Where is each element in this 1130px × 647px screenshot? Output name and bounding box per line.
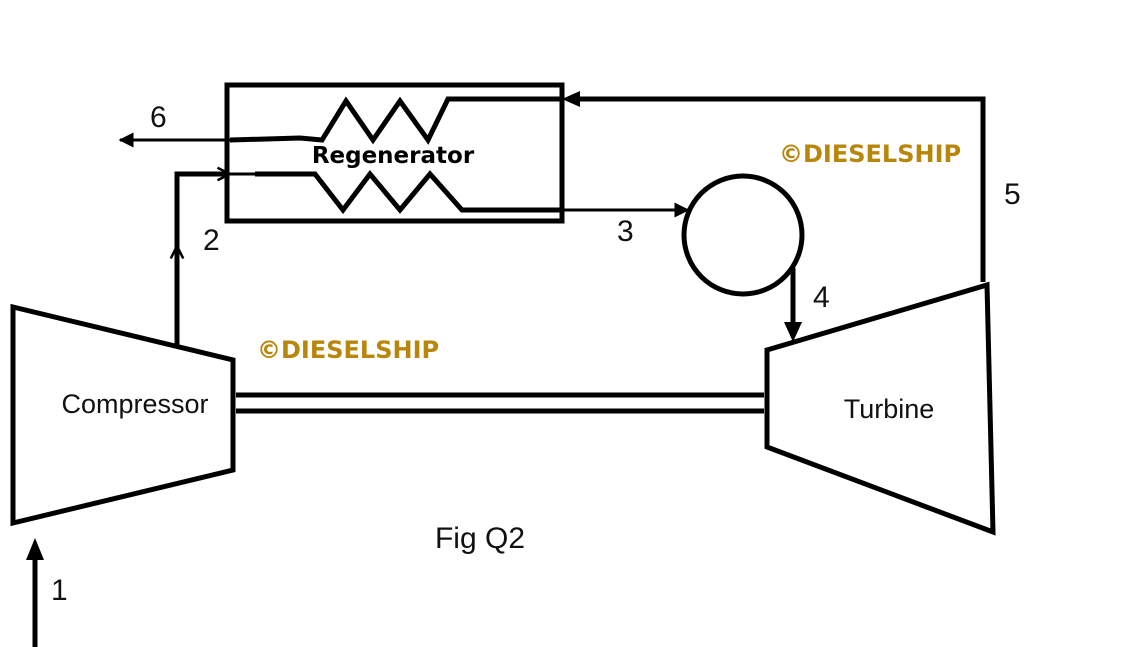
turbine-exhaust-pipe <box>580 96 986 282</box>
regenerator-cold-coil <box>255 169 562 215</box>
state-6-label: 6 <box>150 101 167 134</box>
regenerator-label: Regenerator <box>312 143 475 169</box>
figure-caption: Fig Q2 <box>435 522 525 555</box>
state-3-label: 3 <box>617 215 634 248</box>
regenerator-box <box>224 82 565 224</box>
watermark-top: ©DIESELSHIP <box>779 140 961 168</box>
turbine-label: Turbine <box>844 394 935 424</box>
regenerator-hot-coil <box>229 96 562 145</box>
compressor-shape <box>10 303 236 527</box>
watermark-middle: ©DIESELSHIP <box>257 336 439 364</box>
state-2-label: 2 <box>203 224 220 257</box>
arrow-into-turbine <box>784 322 802 342</box>
turbine-shape <box>764 281 996 536</box>
compressor-label: Compressor <box>61 389 208 419</box>
compressor-outlet-pipe <box>174 171 225 345</box>
state-4-label: 4 <box>813 281 830 314</box>
arrow-into-compressor <box>26 538 44 560</box>
combustion-chamber <box>681 173 805 297</box>
state-5-label: 5 <box>1004 178 1021 211</box>
arrow-into-regenerator <box>562 91 580 107</box>
state-1-label: 1 <box>51 574 68 607</box>
